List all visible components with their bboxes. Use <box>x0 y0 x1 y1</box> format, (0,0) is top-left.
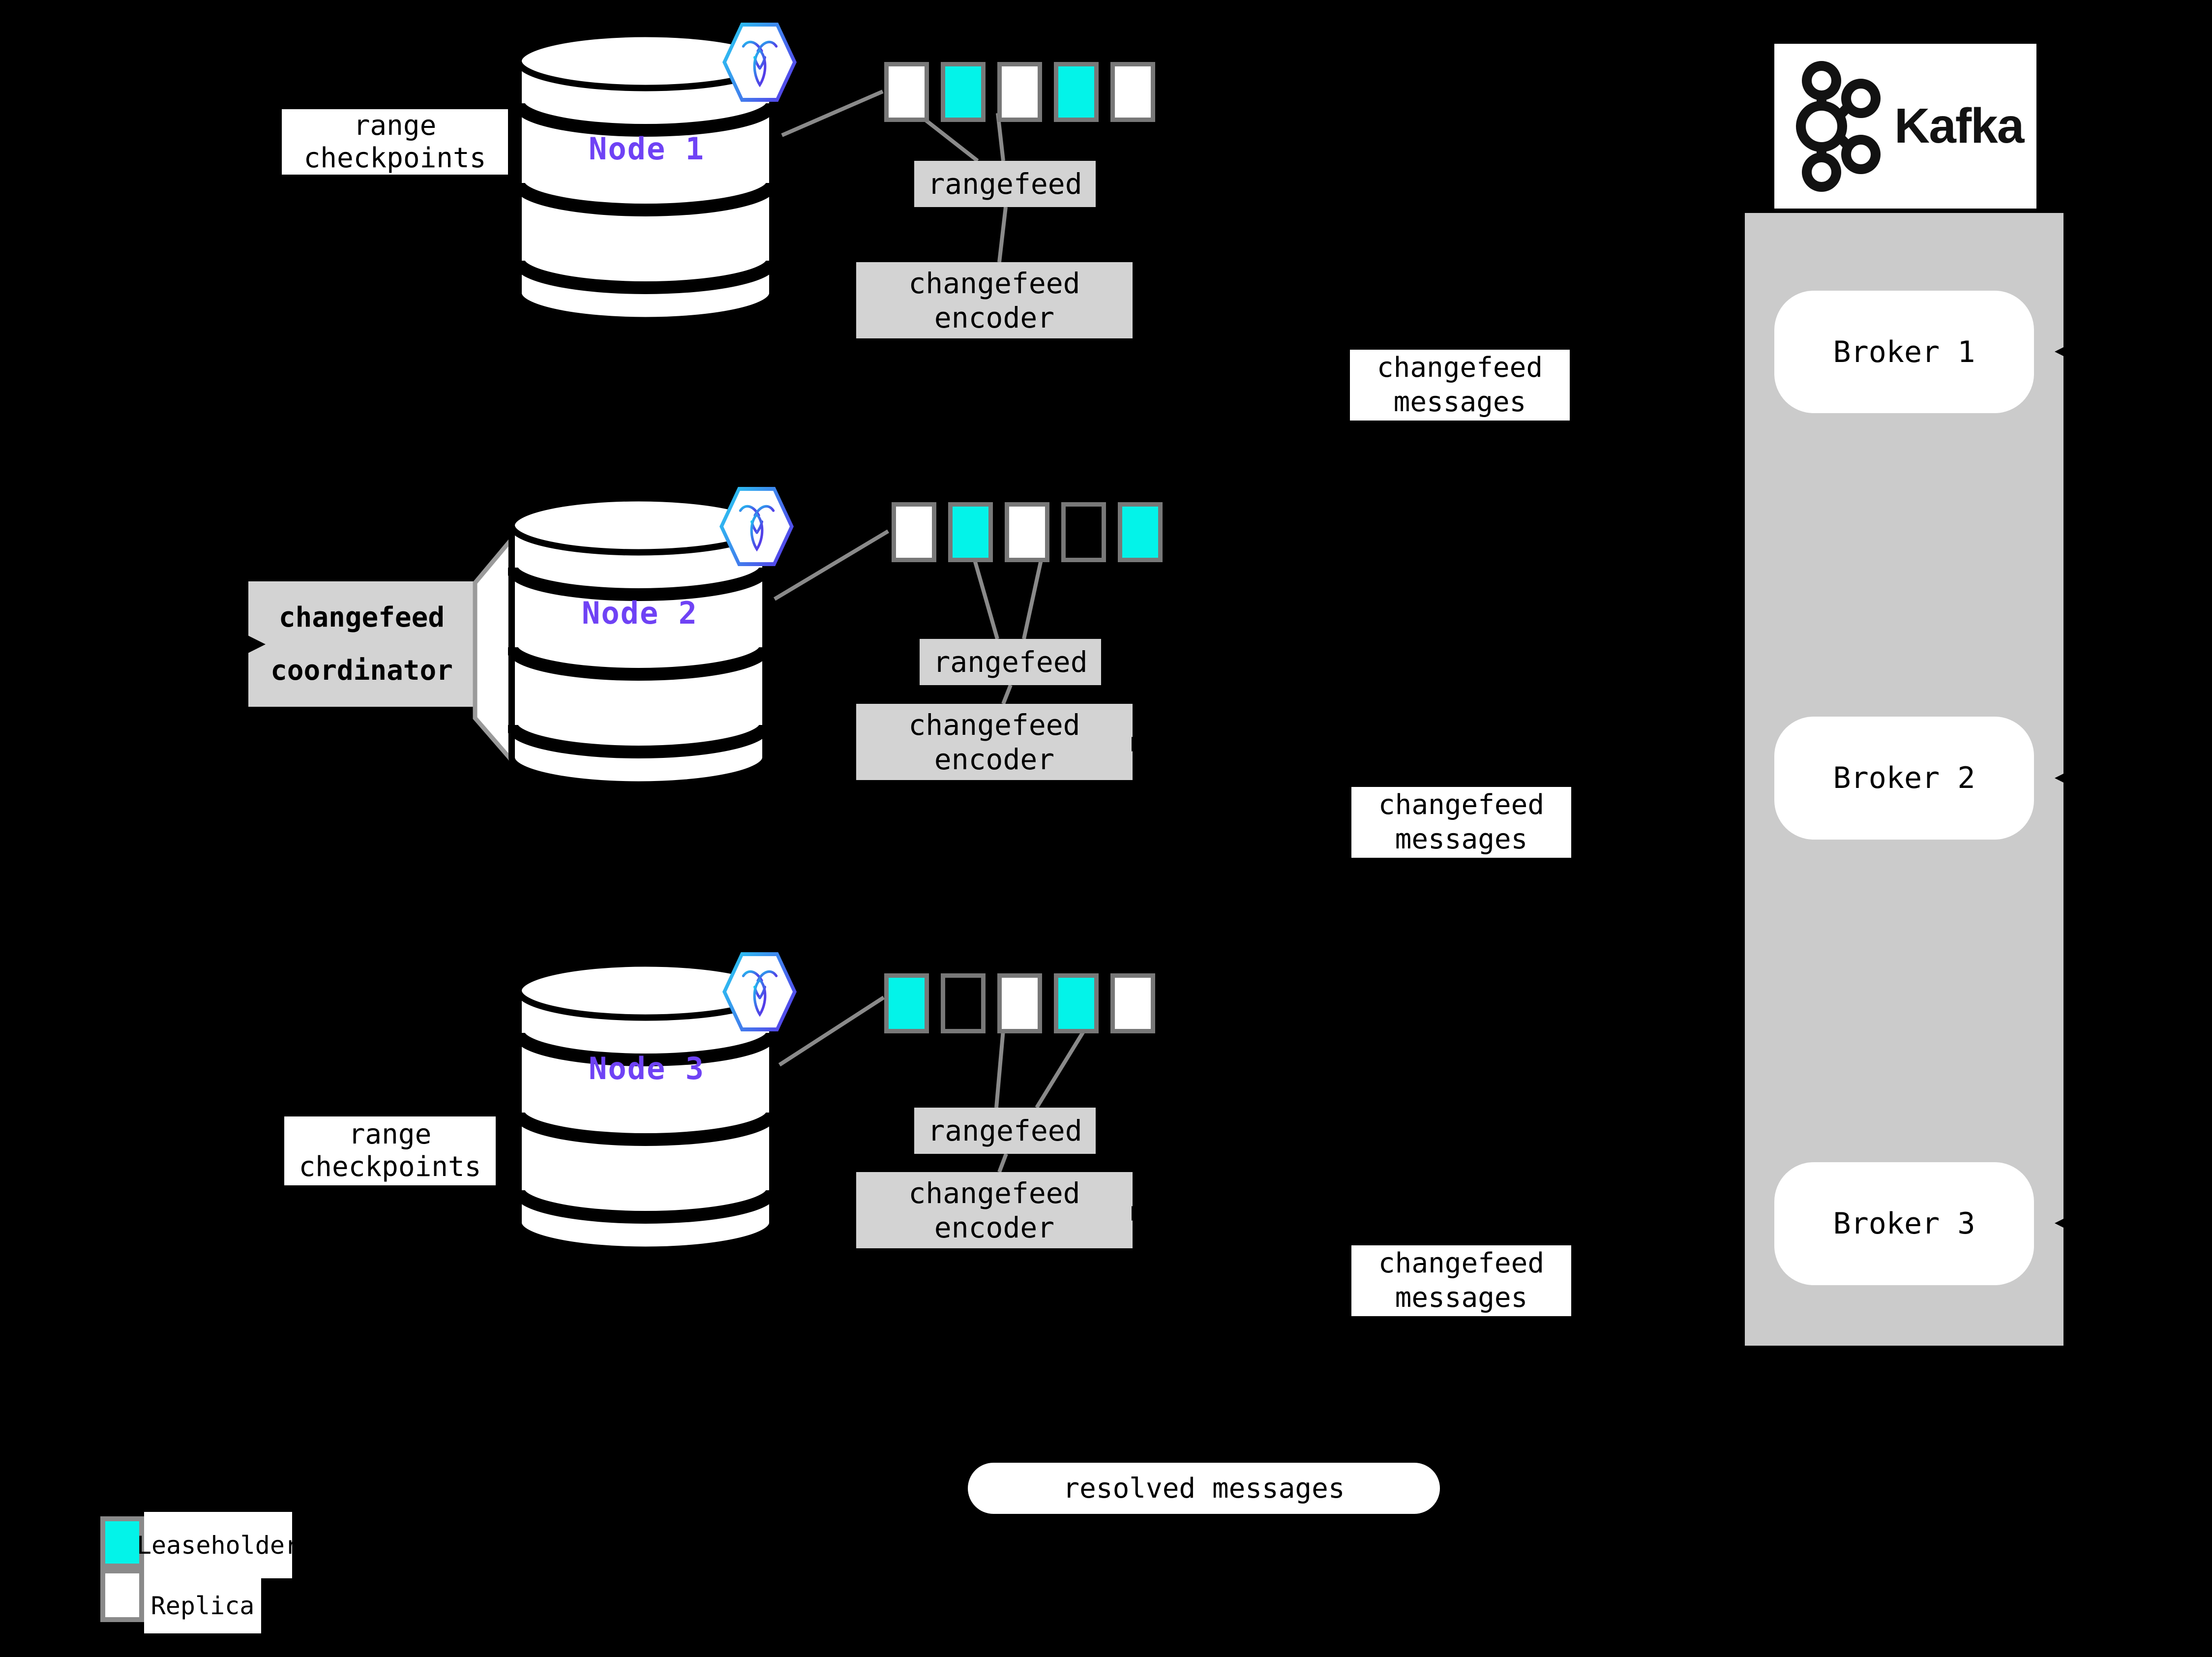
legend-replica-swatch <box>100 1568 144 1622</box>
changefeed-messages-text: changefeed messages <box>1378 1247 1545 1314</box>
node-3-rangefeed-box: rangefeed <box>914 1108 1096 1154</box>
range-square-replica <box>1005 502 1049 562</box>
node-1-title-text: Node 1 <box>589 130 705 167</box>
changefeed-encoder-text: changefeed encoder <box>908 708 1080 776</box>
cockroach-glyph <box>742 970 777 1017</box>
kafka-wordmark: Kafka <box>1894 98 2024 153</box>
connector-line <box>994 1024 1006 1108</box>
arrowhead-encoder-2 <box>1132 737 1147 752</box>
node-3-range-row <box>884 973 1155 1033</box>
node-1-changefeed-encoder-box: changefeed encoder <box>856 262 1133 338</box>
node-2-changefeed-encoder-box: changefeed encoder <box>856 704 1133 780</box>
cockroach-glyph <box>742 40 777 87</box>
node-1-rangefeed-box: rangefeed <box>914 161 1096 207</box>
legend-leaseholder-text: Leaseholder <box>136 1531 300 1560</box>
changefeed-coordinator-box: changefeed coordinator <box>248 581 475 707</box>
node-2-title: Node 2 <box>534 593 746 633</box>
rangefeed-text: rangefeed <box>927 167 1082 201</box>
legend-leaseholder-swatch <box>100 1516 144 1568</box>
connector-line <box>781 90 884 137</box>
range-square-replica <box>1110 973 1155 1033</box>
resolved-messages-text: resolved messages <box>1063 1472 1345 1505</box>
range-checkpoints-text: range checkpoints <box>303 109 486 174</box>
resolved-messages-pill: resolved messages <box>968 1463 1440 1514</box>
database-cylinder <box>508 495 769 788</box>
range-square-leaseholder <box>1054 973 1099 1033</box>
legend-leaseholder-label: Leaseholder <box>137 1512 299 1578</box>
changefeed-messages-label-3: changefeed messages <box>1351 1245 1571 1316</box>
connector-line <box>997 207 1008 263</box>
connector-line <box>971 552 999 640</box>
range-checkpoints-label-bottom: range checkpoints <box>284 1116 496 1185</box>
range-square-leaseholder <box>884 973 929 1033</box>
range-square-leaseholder <box>948 502 993 562</box>
rangefeed-text: rangefeed <box>927 1114 1082 1147</box>
broker-3: Broker 3 <box>1774 1162 2034 1285</box>
range-square-leaseholder <box>941 62 986 122</box>
changefeed-messages-label-1: changefeed messages <box>1350 350 1570 421</box>
broker-2-label: Broker 2 <box>1833 761 1975 795</box>
broker-3-label: Broker 3 <box>1833 1206 1975 1241</box>
node-3-title-text: Node 3 <box>589 1050 705 1086</box>
cockroach-glyph <box>739 505 775 551</box>
arrowhead-coordinator <box>248 635 266 653</box>
node-2-rangefeed-box: rangefeed <box>920 639 1101 685</box>
kafka-logo-box: Kafka <box>1774 44 2036 209</box>
range-square-replica <box>884 62 929 122</box>
range-square-leaseholder <box>1118 502 1163 562</box>
node-2-title-text: Node 2 <box>582 595 698 631</box>
changefeed-encoder-text: changefeed encoder <box>908 266 1080 334</box>
broker-1-label: Broker 1 <box>1833 334 1975 369</box>
range-square-replica <box>997 62 1042 122</box>
changefeed-messages-text: changefeed messages <box>1378 789 1545 855</box>
changefeed-messages-label-2: changefeed messages <box>1351 787 1571 858</box>
connector-line <box>1022 553 1045 639</box>
range-square-replica <box>997 973 1042 1033</box>
connector-line <box>997 1153 1008 1173</box>
connector-line <box>778 995 885 1067</box>
range-checkpoints-label-top: range checkpoints <box>282 109 508 175</box>
arrowhead-broker-3 <box>2055 1214 2073 1233</box>
kafka-icon <box>1796 60 1881 192</box>
arrowhead-broker-1 <box>2055 342 2073 361</box>
connector-line <box>773 529 890 601</box>
changefeed-messages-text: changefeed messages <box>1376 352 1543 418</box>
database-cylinder <box>515 960 776 1253</box>
database-cylinder <box>515 30 776 324</box>
range-checkpoints-text: range checkpoints <box>299 1118 481 1183</box>
connector-line <box>1035 1023 1090 1109</box>
changefeed-encoder-text: changefeed encoder <box>908 1176 1080 1244</box>
node-3-changefeed-encoder-box: changefeed encoder <box>856 1172 1133 1248</box>
node-1-range-row <box>884 62 1155 122</box>
connector-line <box>1001 684 1013 705</box>
range-square-replica <box>892 502 936 562</box>
range-square-empty <box>1061 502 1106 562</box>
node-2-range-row <box>892 502 1163 562</box>
node-1-title: Node 1 <box>541 129 752 168</box>
node-3-title: Node 3 <box>541 1049 752 1088</box>
arrowhead-encoder-3 <box>1132 1206 1147 1221</box>
connector-lines <box>773 90 1090 1173</box>
broker-1: Broker 1 <box>1774 291 2034 413</box>
changefeed-coordinator-text: changefeed coordinator <box>270 601 453 687</box>
range-square-empty <box>941 973 986 1033</box>
legend-replica-label: Replica <box>144 1578 261 1633</box>
range-square-leaseholder <box>1054 62 1099 122</box>
rangefeed-text: rangefeed <box>933 645 1088 679</box>
legend-replica-text: Replica <box>150 1592 255 1620</box>
broker-2: Broker 2 <box>1774 717 2034 840</box>
arrowhead-broker-2 <box>2055 769 2073 787</box>
range-square-replica <box>1110 62 1155 122</box>
